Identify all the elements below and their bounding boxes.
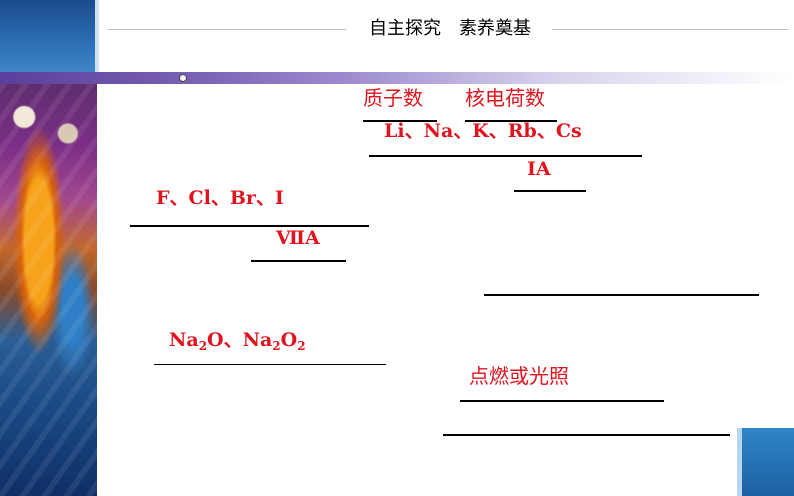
blank-line-3 (369, 155, 642, 157)
answer-sodium-oxides: Na2O、Na2O2 (169, 328, 306, 352)
corner-bottom-decoration (742, 428, 794, 496)
answer-group-7a: ⅦA (276, 227, 320, 249)
answer-alkali-metals: Li、Na、K、Rb、Cs (384, 120, 582, 142)
corner-decoration (0, 0, 97, 72)
blank-line-6 (251, 260, 346, 262)
formula-na: Na (169, 329, 199, 351)
corner-bottom-edge-decoration (737, 428, 742, 496)
answer-reaction-condition: 点燃或光照 (469, 364, 569, 388)
answer-halogens: F、Cl、Br、I (156, 187, 284, 209)
title-rule-right (552, 29, 788, 30)
answer-nuclear-charge: 核电荷数 (465, 86, 545, 110)
blank-line-4 (514, 190, 586, 192)
formula-subscript-1: 2 (198, 339, 208, 353)
corner-edge-decoration (95, 0, 99, 72)
answer-protons: 质子数 (363, 86, 423, 110)
blank-line-1 (363, 120, 437, 122)
header-band (0, 72, 794, 84)
formula-mid: O、Na (207, 329, 273, 351)
formula-subscript-2: 2 (272, 339, 281, 353)
side-photo-strip (0, 84, 97, 496)
side-photo-sheen (0, 84, 97, 496)
blank-line-5 (130, 225, 369, 227)
blank-line-7 (484, 294, 759, 296)
answer-group-1a: ⅠA (527, 158, 551, 180)
title-rule-left (108, 29, 346, 30)
blank-line-10 (443, 434, 730, 436)
blank-line-2 (465, 120, 557, 122)
blank-line-9 (460, 400, 664, 402)
formula-subscript-3: 2 (297, 339, 306, 353)
blank-line-8 (154, 364, 386, 365)
formula-o: O (280, 329, 298, 351)
band-bullet-icon (179, 74, 187, 82)
section-title: 自主探究 素养奠基 (369, 18, 531, 39)
